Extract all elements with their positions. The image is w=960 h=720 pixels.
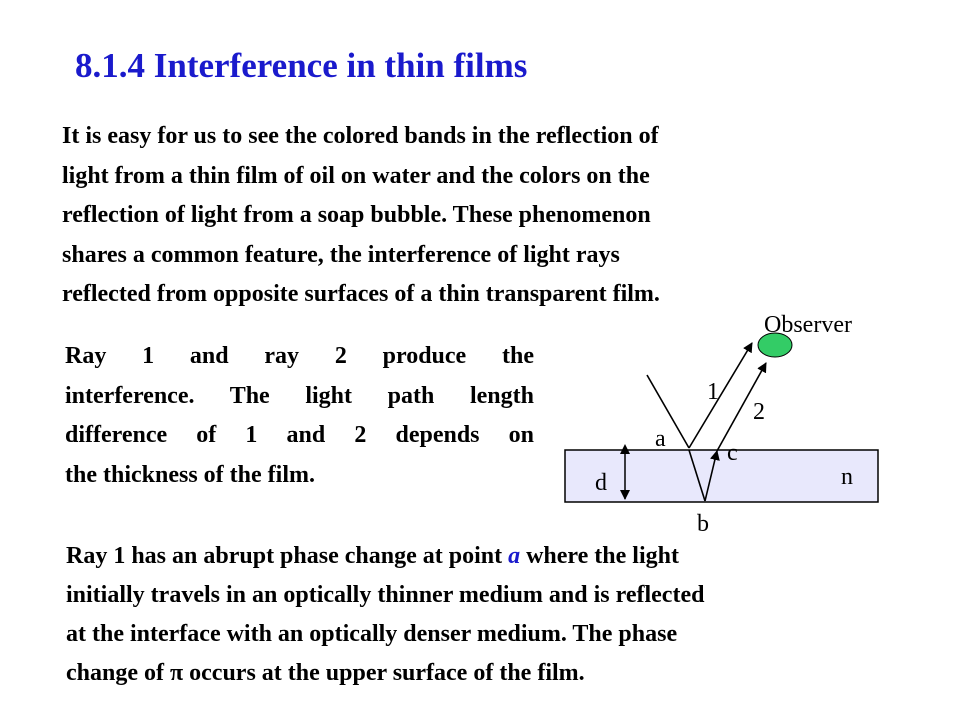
phase-line: at the interface with an optically dense… [66, 621, 678, 647]
intro-line: reflection of light from a soap bubble. … [62, 202, 651, 228]
ray-1 [688, 342, 753, 449]
point-a-label: a [655, 426, 666, 452]
intro-line: reflected from opposite surfaces of a th… [62, 281, 660, 307]
internal-reflected-ray [704, 450, 720, 502]
refractive-index-label: n [841, 464, 853, 490]
phase-line-4-start: change of [66, 660, 170, 686]
intro-line: light from a thin film of oil on water a… [62, 162, 650, 189]
intro-paragraph: It is easy for us to see the colored ban… [62, 117, 892, 315]
observer-eye [757, 332, 793, 358]
thickness-label: d [595, 470, 607, 496]
incident-ray [646, 374, 690, 449]
phase-line-1-start: Ray 1 has an abrupt phase change at poin… [66, 543, 509, 569]
pi-symbol: π [170, 660, 184, 686]
refracted-ray [688, 449, 706, 502]
thin-film [564, 449, 879, 503]
ray-2 [716, 362, 767, 452]
intro-line: It is easy for us to see the colored ban… [62, 123, 659, 149]
slide-title: 8.1.4 Interference in thin films [75, 46, 528, 85]
ray-1-label: 1 [707, 379, 719, 405]
point-a-reference: a [508, 543, 521, 569]
ray-2-label: 2 [753, 399, 765, 425]
rays-line: difference of 1 and 2 depends on [65, 422, 534, 448]
point-b-label: b [697, 511, 709, 537]
phase-paragraph: Ray 1 has an abrupt phase change at poin… [66, 537, 936, 693]
phase-line: initially travels in an optically thinne… [66, 582, 705, 608]
rays-line: Ray 1 and ray 2 produce the [65, 343, 534, 369]
rays-line: the thickness of the film. [65, 461, 315, 488]
phase-line-1-end: where the light [520, 543, 679, 569]
phase-line: Ray 1 has an abrupt phase change at poin… [66, 537, 936, 576]
thin-film-diagram: Observer 1 2 a c b d n [564, 312, 879, 537]
point-c-label: c [727, 440, 738, 466]
intro-line: shares a common feature, the interferenc… [62, 241, 620, 268]
observer-label: Observer [764, 312, 852, 338]
rays-paragraph: Ray 1 and ray 2 produce the interference… [65, 337, 534, 495]
phase-line: change of π occurs at the upper surface … [66, 654, 936, 693]
phase-line-4-end: occurs at the upper surface of the film. [183, 660, 585, 686]
rays-line: interference. The light path length [65, 382, 534, 409]
